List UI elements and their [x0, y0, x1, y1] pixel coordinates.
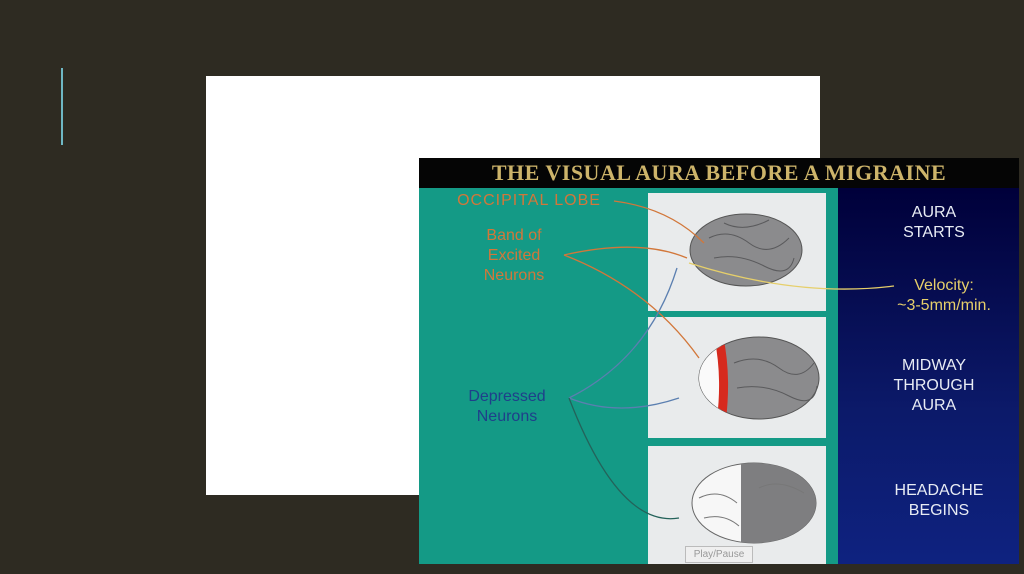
stage-line: STARTS	[903, 224, 965, 241]
stage-headache-begins: HEADACHE BEGINS	[869, 481, 1009, 521]
stage-panel	[838, 188, 1019, 564]
label-line: Band of	[486, 227, 542, 244]
play-pause-button[interactable]: Play/Pause	[685, 546, 753, 563]
label-line: Depressed	[468, 388, 546, 405]
stage-line: BEGINS	[908, 502, 970, 519]
label-line: ~3-5mm/min.	[897, 297, 991, 314]
slide-image-frame: THE VISUAL AURA BEFORE A MIGRAINE	[206, 76, 1019, 564]
label-line: Velocity:	[914, 277, 974, 294]
band-of-excited-neurons-label: Band of Excited Neurons	[464, 226, 564, 286]
stage-line: HEADACHE	[894, 482, 984, 499]
stage-line: AURA	[911, 204, 957, 221]
brain-1	[689, 213, 803, 287]
brain-3	[691, 462, 817, 544]
label-line: Neurons	[483, 267, 545, 284]
stage-line: THROUGH	[893, 377, 975, 394]
pointer-lines	[563, 200, 895, 520]
label-line: Neurons	[476, 408, 538, 425]
depressed-neurons-label: Depressed Neurons	[447, 387, 567, 427]
stage-line: AURA	[911, 397, 957, 414]
label-line: Excited	[487, 247, 541, 264]
accent-line	[61, 68, 63, 145]
occipital-lobe-label: OCCIPITAL LOBE	[457, 192, 601, 209]
velocity-label: Velocity: ~3-5mm/min.	[879, 276, 1009, 316]
diagram-title: THE VISUAL AURA BEFORE A MIGRAINE	[419, 158, 1019, 188]
brain-2	[698, 336, 820, 420]
stage-line: MIDWAY	[902, 357, 966, 374]
brain-illustrations	[563, 200, 895, 544]
stage-aura-starts: AURA STARTS	[869, 203, 999, 243]
stage-midway: MIDWAY THROUGH AURA	[869, 356, 999, 416]
migraine-aura-diagram: THE VISUAL AURA BEFORE A MIGRAINE	[419, 158, 1019, 564]
